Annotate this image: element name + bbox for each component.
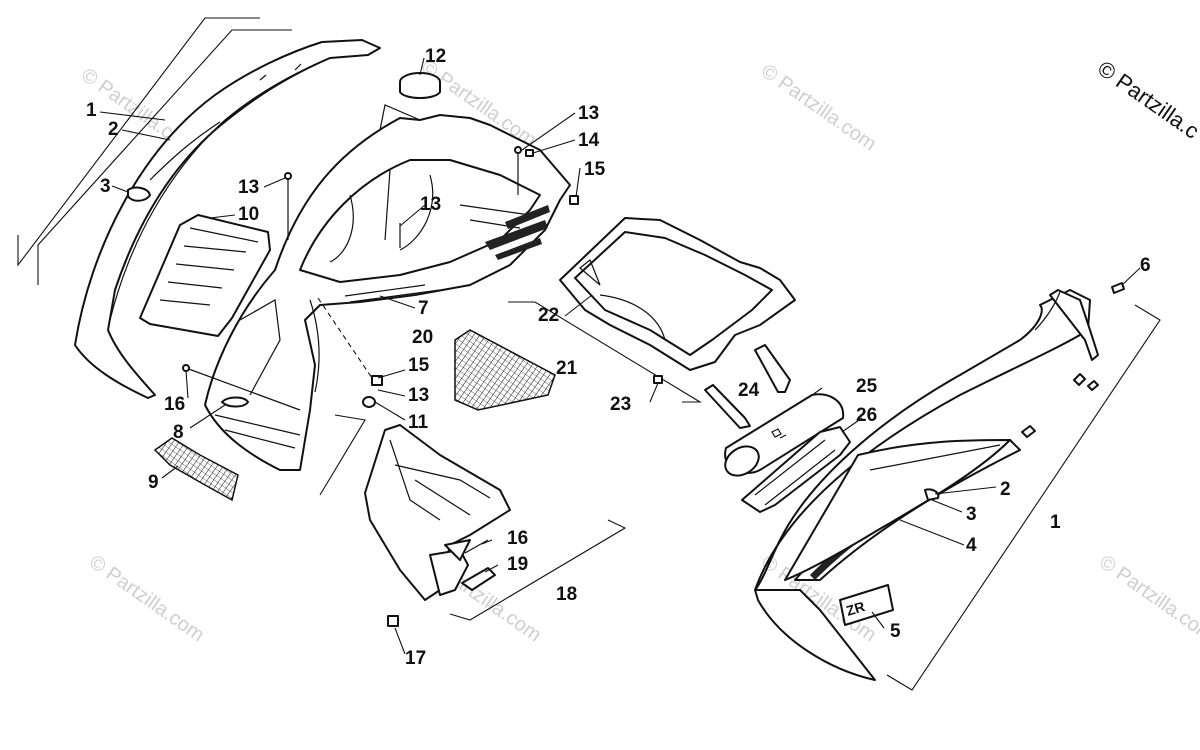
callout-5: 5 <box>890 621 901 642</box>
watermark: © Partzilla.com <box>757 60 880 155</box>
clip-3-left <box>127 186 151 202</box>
callout-13-c: 13 <box>420 194 441 215</box>
callout-13-a: 13 <box>238 177 259 198</box>
callout-26: 26 <box>856 405 877 426</box>
grille-9 <box>153 437 239 502</box>
callout-6: 6 <box>1140 255 1151 276</box>
watermark: © Partzilla.com <box>85 551 208 646</box>
callout-8: 8 <box>173 422 184 443</box>
clip-17 <box>387 615 399 627</box>
callout-21: 21 <box>556 358 578 379</box>
callout-23: 23 <box>610 394 631 415</box>
callout-3-right: 3 <box>966 504 977 525</box>
callout-12: 12 <box>425 46 446 67</box>
cylinder-25 <box>724 393 845 477</box>
straps-24 <box>704 344 791 429</box>
badge-8 <box>221 396 249 408</box>
fasteners <box>284 146 579 408</box>
tray-21 <box>559 217 796 371</box>
decal-5 <box>839 584 894 626</box>
bracket-21 <box>508 301 702 403</box>
callout-10: 10 <box>238 204 259 225</box>
callout-25: 25 <box>856 376 878 397</box>
callout-22: 22 <box>538 305 559 326</box>
right-bracket <box>886 304 1161 691</box>
holder-26 <box>741 426 851 513</box>
callout-7: 7 <box>418 298 429 319</box>
callout-19: 19 <box>507 554 528 575</box>
bracket-18 <box>319 414 366 496</box>
leader-lines <box>99 57 1141 655</box>
callout-24: 24 <box>738 380 760 401</box>
clip-19 <box>461 567 496 591</box>
callout-15-a: 15 <box>584 159 606 180</box>
screw-16-upper <box>185 367 301 411</box>
callout-13-b: 13 <box>578 103 599 124</box>
left-bracket <box>17 17 292 285</box>
lower-bracket-18 <box>364 424 511 601</box>
callout-14: 14 <box>578 130 600 151</box>
callout-2-left: 2 <box>108 119 119 140</box>
clip-23 <box>653 375 663 384</box>
screw-16 <box>464 539 489 554</box>
bracket-18b <box>449 519 627 621</box>
callout-11: 11 <box>408 412 429 433</box>
left-side-panel <box>74 39 381 399</box>
fastener-6 <box>1111 282 1125 294</box>
right-side-panel: ZR <box>754 289 1099 681</box>
nose-hood <box>204 104 571 471</box>
cap-12 <box>399 72 441 99</box>
callout-labels: 1 2 3 10 12 13 13 14 15 13 7 20 22 21 23… <box>86 46 1151 669</box>
callout-4: 4 <box>966 535 977 556</box>
decal-text: ZR <box>844 598 867 619</box>
watermark: © Partzilla.com <box>1095 551 1200 646</box>
vent-10 <box>139 214 271 337</box>
screen-panel-20 <box>454 329 556 411</box>
callout-18: 18 <box>556 584 577 605</box>
callout-3-left: 3 <box>100 176 111 197</box>
callout-16-a: 16 <box>164 394 185 415</box>
callout-1-right: 1 <box>1050 512 1061 533</box>
callout-9: 9 <box>148 472 159 493</box>
callout-15-b: 15 <box>408 355 430 376</box>
callout-17: 17 <box>405 648 426 669</box>
copyright-label: © Partzilla.c <box>1093 56 1200 144</box>
callout-20: 20 <box>412 327 433 348</box>
dash-leader-11 <box>317 297 373 379</box>
callout-1-left: 1 <box>86 100 97 121</box>
callout-16-b: 16 <box>507 528 528 549</box>
callout-13-d: 13 <box>408 385 429 406</box>
callout-2-right: 2 <box>1000 479 1011 500</box>
